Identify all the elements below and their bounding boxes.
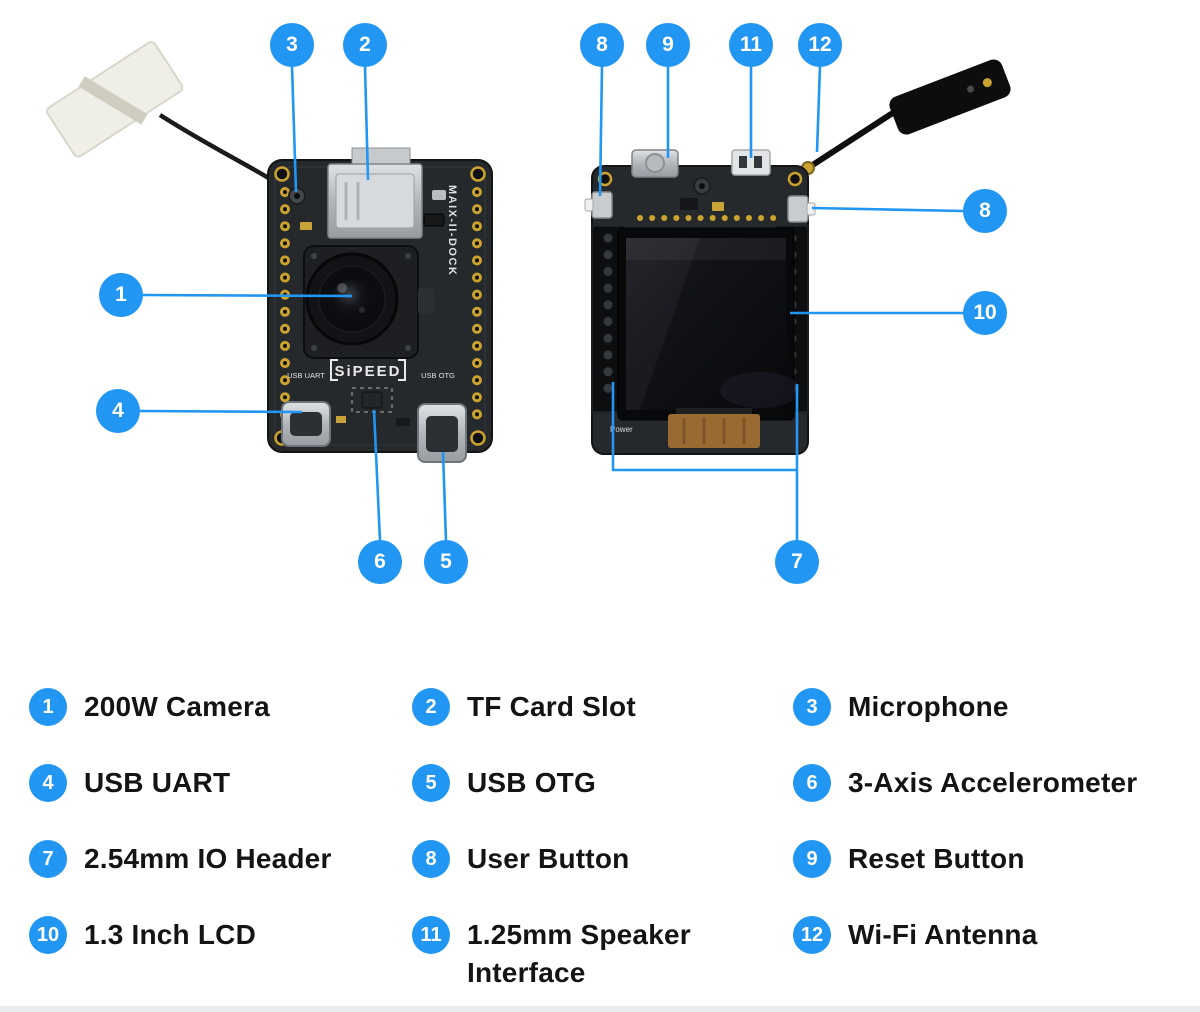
callout-badge-8-top: 8 [580,23,624,67]
callout-line-8-top [598,65,604,197]
callout-badge-4: 4 [96,389,140,433]
legend-item-7: 7 2.54mm IO Header [29,840,412,878]
legend-item-5: 5 USB OTG [412,764,793,802]
callout-badge-8-right: 8 [963,189,1007,233]
page-bottom-edge [0,1006,1200,1012]
legend-label-4: USB UART [84,767,231,798]
microphone [288,187,306,205]
callout-line-6 [372,409,382,542]
legend-label-9: Reset Button [848,843,1025,874]
callout-line-5 [441,451,448,542]
callout-badge-6: 6 [358,540,402,584]
user-button-right [787,195,816,223]
callout-badge-10: 10 [963,291,1007,335]
back-microphone [693,177,711,195]
legend-item-2: 2 TF Card Slot [412,688,793,726]
legend-badge-7: 7 [29,840,67,878]
adhesive-antenna-patch [46,41,295,195]
legend-label-12: Wi-Fi Antenna [848,919,1038,950]
legend: 1 200W Camera 2 TF Card Slot 3 Microphon… [29,688,1189,992]
front-io-pads [280,187,482,435]
legend-item-8: 8 User Button [412,840,793,878]
reset-button [631,149,679,178]
usb-uart-label: USB UART [287,371,325,380]
legend-badge-8: 8 [412,840,450,878]
power-label: Power [610,425,633,434]
legend-badge-3: 3 [793,688,831,726]
callout-line-3 [290,65,298,193]
legend-badge-11: 11 [412,916,450,954]
wifi-antenna [801,59,1011,175]
legend-label-1: 200W Camera [84,691,270,722]
callout-line-4 [138,409,303,414]
legend-badge-4: 4 [29,764,67,802]
legend-badge-2: 2 [412,688,450,726]
lcd-flex-cable [668,408,760,448]
usb-otg-label: USB OTG [421,371,455,380]
lcd-screen [617,227,800,421]
legend-label-3: Microphone [848,691,1009,722]
callout-line-7a [611,382,797,472]
legend-label-2: TF Card Slot [467,691,636,722]
board-silkscreen-model: MAIX-II-DOCK [446,185,458,276]
legend-badge-5: 5 [412,764,450,802]
callout-badge-9: 9 [646,23,690,67]
legend-item-4: 4 USB UART [29,764,412,802]
legend-item-9: 9 Reset Button [793,840,1189,878]
legend-item-12: 12 Wi-Fi Antenna [793,916,1189,992]
camera-module [303,245,434,359]
legend-label-5: USB OTG [467,767,596,798]
front-board: SiPEED USB UART USB OTG MAIX-II-DOCK [46,41,493,463]
callout-line-2 [363,65,370,181]
callout-lines [138,65,965,542]
legend-badge-12: 12 [793,916,831,954]
legend-badge-10: 10 [29,916,67,954]
usb-uart-port [281,401,331,447]
legend-badge-9: 9 [793,840,831,878]
legend-badge-6: 6 [793,764,831,802]
user-button-left [584,191,613,219]
board-illustration: SiPEED USB UART USB OTG MAIX-II-DOCK [46,41,1011,542]
legend-item-1: 1 200W Camera [29,688,412,726]
legend-item-3: 3 Microphone [793,688,1189,726]
callout-badge-2: 2 [343,23,387,67]
callout-line-12 [815,65,822,153]
legend-label-7: 2.54mm IO Header [84,843,332,874]
callout-badge-5: 5 [424,540,468,584]
legend-label-8: User Button [467,843,630,874]
callout-badge-12: 12 [798,23,842,67]
usb-otg-port [417,403,467,463]
back-board: Power [584,59,1011,455]
callout-badge-1: 1 [99,273,143,317]
callout-badge-11: 11 [729,23,773,67]
legend-item-6: 6 3-Axis Accelerometer [793,764,1189,802]
legend-badge-1: 1 [29,688,67,726]
callout-line-8-right [811,206,965,213]
legend-label-11: 1.25mm Speaker Interface [467,919,691,988]
legend-label-6: 3-Axis Accelerometer [848,767,1138,798]
legend-item-10: 10 1.3 Inch LCD [29,916,412,992]
board-silkscreen-brand: SiPEED [334,363,401,380]
accelerometer-ic [351,387,393,413]
callout-line-1 [141,293,353,298]
callout-badge-7: 7 [775,540,819,584]
legend-item-11: 11 1.25mm Speaker Interface [412,916,793,992]
legend-label-10: 1.3 Inch LCD [84,919,256,950]
callout-badge-3: 3 [270,23,314,67]
